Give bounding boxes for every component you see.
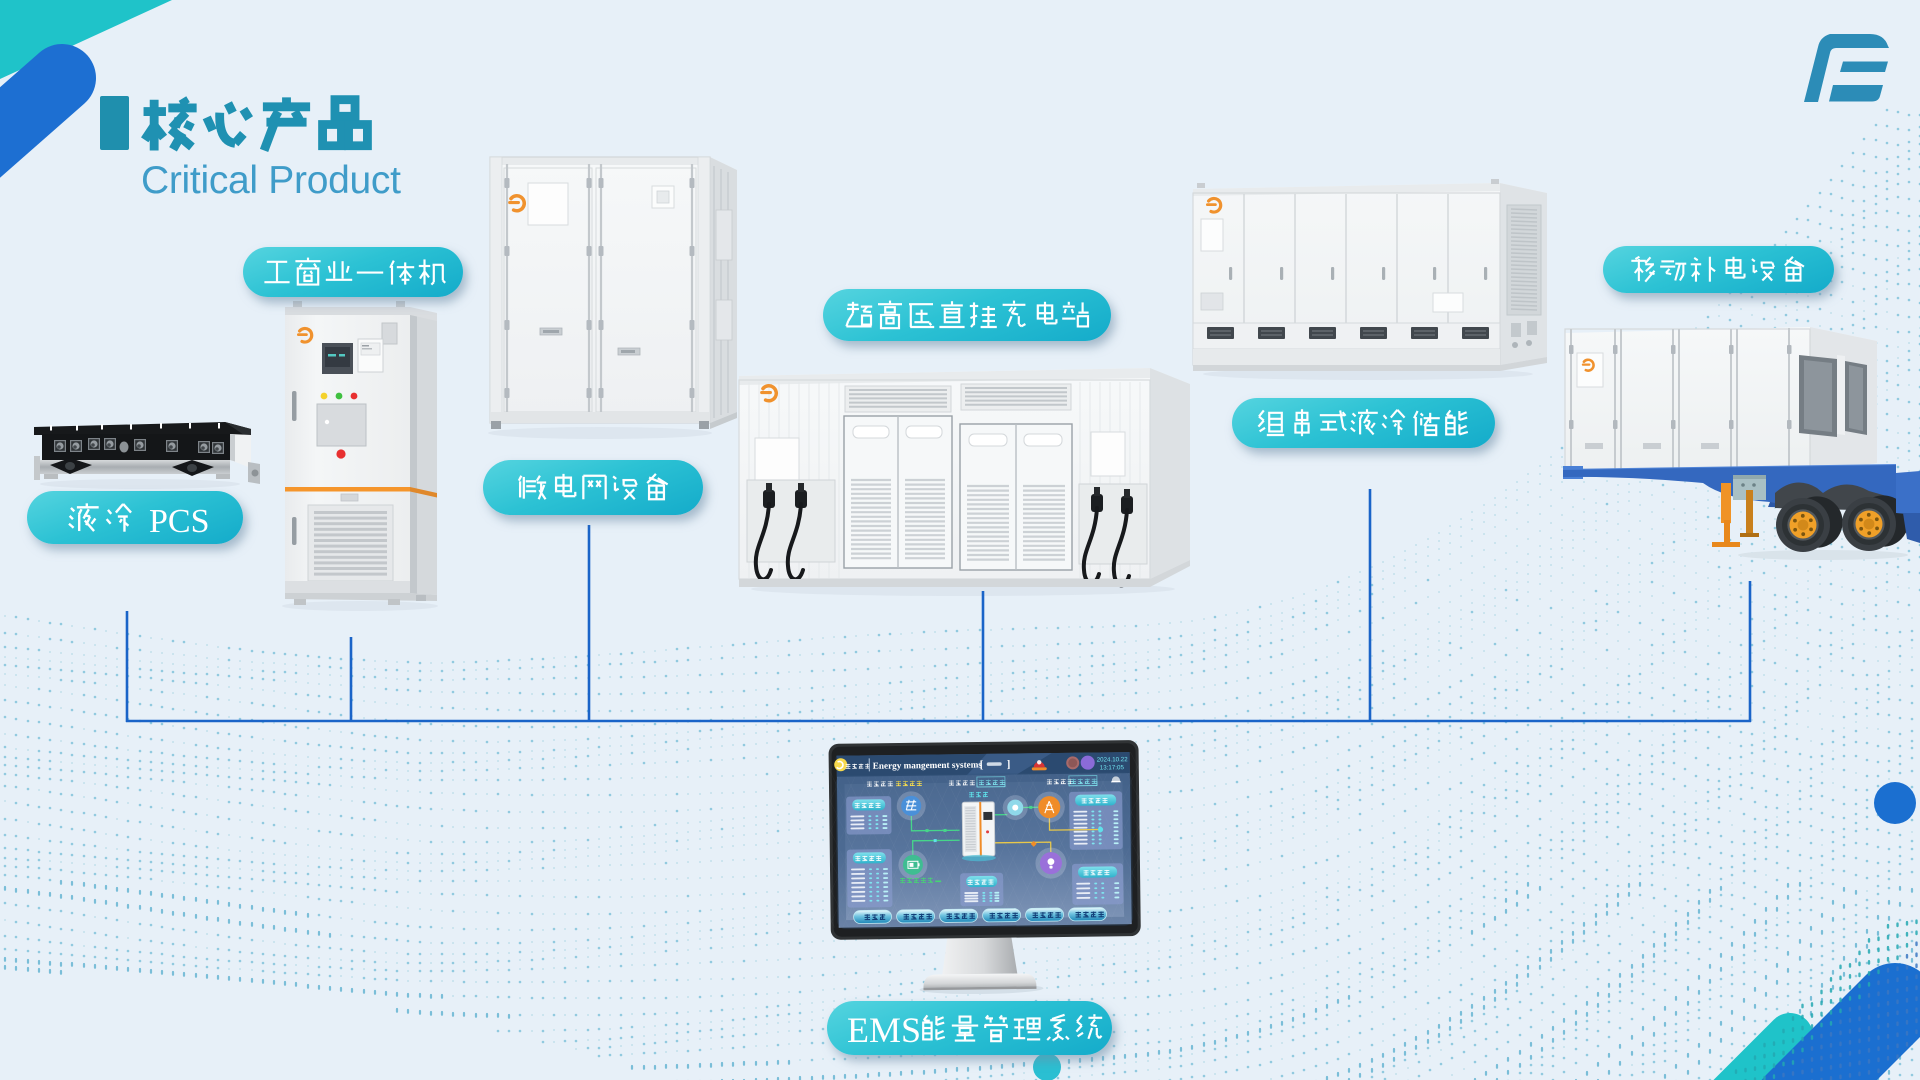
svg-text:PCS: PCS	[149, 503, 210, 540]
svg-text:[: [	[980, 759, 984, 771]
svg-text:2024.10.22: 2024.10.22	[1097, 756, 1129, 763]
svg-text:13:17:05: 13:17:05	[1100, 764, 1125, 771]
svg-text:]: ]	[1007, 759, 1011, 771]
svg-text:Energy mangement systems: Energy mangement systems	[873, 759, 983, 770]
svg-text:EMS: EMS	[847, 1010, 921, 1050]
